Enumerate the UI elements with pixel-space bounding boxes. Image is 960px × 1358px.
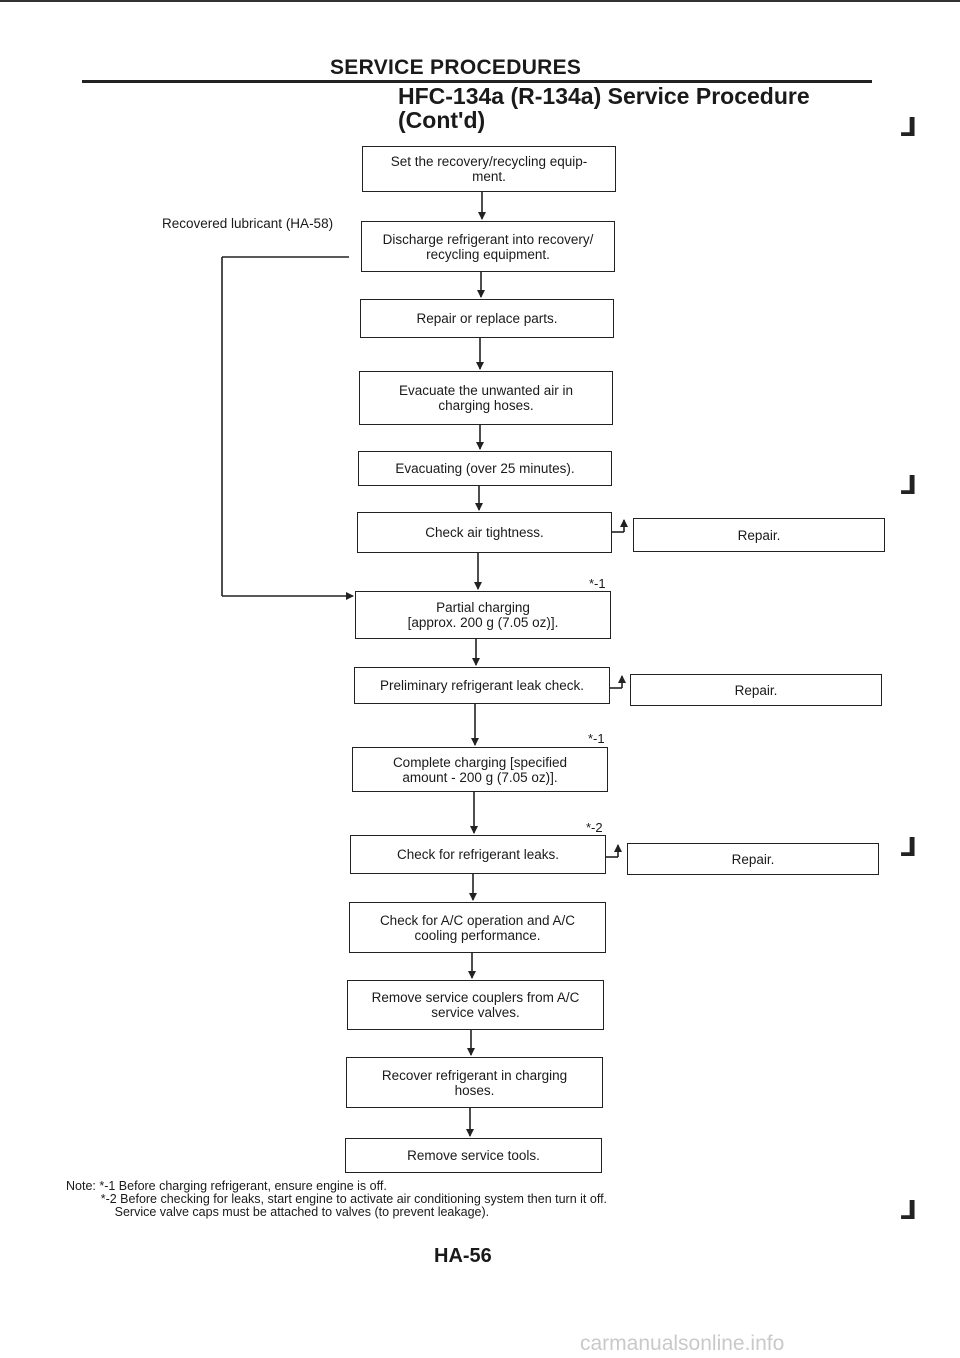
step-evacuating: Evacuating (over 25 minutes). [358,451,612,486]
step-repair-replace-parts: Repair or replace parts. [360,299,614,338]
top-border [0,0,960,2]
repair-box-refrigerant-leaks: Repair. [627,843,879,875]
step-remove-service-tools: Remove service tools. [345,1138,602,1173]
step-check-ac-operation: Check for A/C operation and A/C cooling … [349,902,606,953]
page-title-line2: (Cont'd) [398,107,486,133]
footnote-mark-2: *-1 [588,731,605,746]
section-rule [82,80,872,83]
repair-box-air-tightness: Repair. [633,518,885,552]
step-check-air-tightness: Check air tightness. [357,512,612,553]
section-title: SERVICE PROCEDURES [330,56,582,79]
binding-hook-mark: ⅃ [900,112,917,142]
footnote-mark-3: *-2 [586,820,603,835]
step-discharge-refrigerant: Discharge refrigerant into recovery/ rec… [361,221,615,272]
page-title-line1: HFC-134a (R-134a) Service Procedure [398,83,810,109]
step-recover-refrigerant: Recover refrigerant in charging hoses. [346,1057,603,1108]
step-check-refrigerant-leaks: Check for refrigerant leaks. [350,835,606,874]
step-complete-charging: Complete charging [specified amount - 20… [352,747,608,792]
step-set-equipment: Set the recovery/recycling equip- ment. [362,146,616,192]
binding-hook-mark: ⅃ [900,1195,917,1225]
step-partial-charging: Partial charging [approx. 200 g (7.05 oz… [355,591,611,639]
site-watermark: carmanualsonline.info [580,1332,785,1355]
footnote-mark-1: *-1 [589,576,606,591]
binding-hook-mark: ⅃ [900,832,917,862]
page-title: HFC-134a (R-134a) Service Procedure (Con… [398,84,810,132]
step-evacuate-air: Evacuate the unwanted air in charging ho… [359,371,613,425]
step-remove-service-couplers: Remove service couplers from A/C service… [347,980,604,1030]
procedure-note: Note: *-1 Before charging refrigerant, e… [66,1179,608,1219]
recovered-lubricant-label: Recovered lubricant (HA-58) [162,216,334,231]
binding-hook-mark: ⅃ [900,470,917,500]
step-preliminary-leak-check: Preliminary refrigerant leak check. [354,667,610,704]
repair-box-preliminary-leak: Repair. [630,674,882,706]
page-number: HA-56 [434,1245,492,1267]
